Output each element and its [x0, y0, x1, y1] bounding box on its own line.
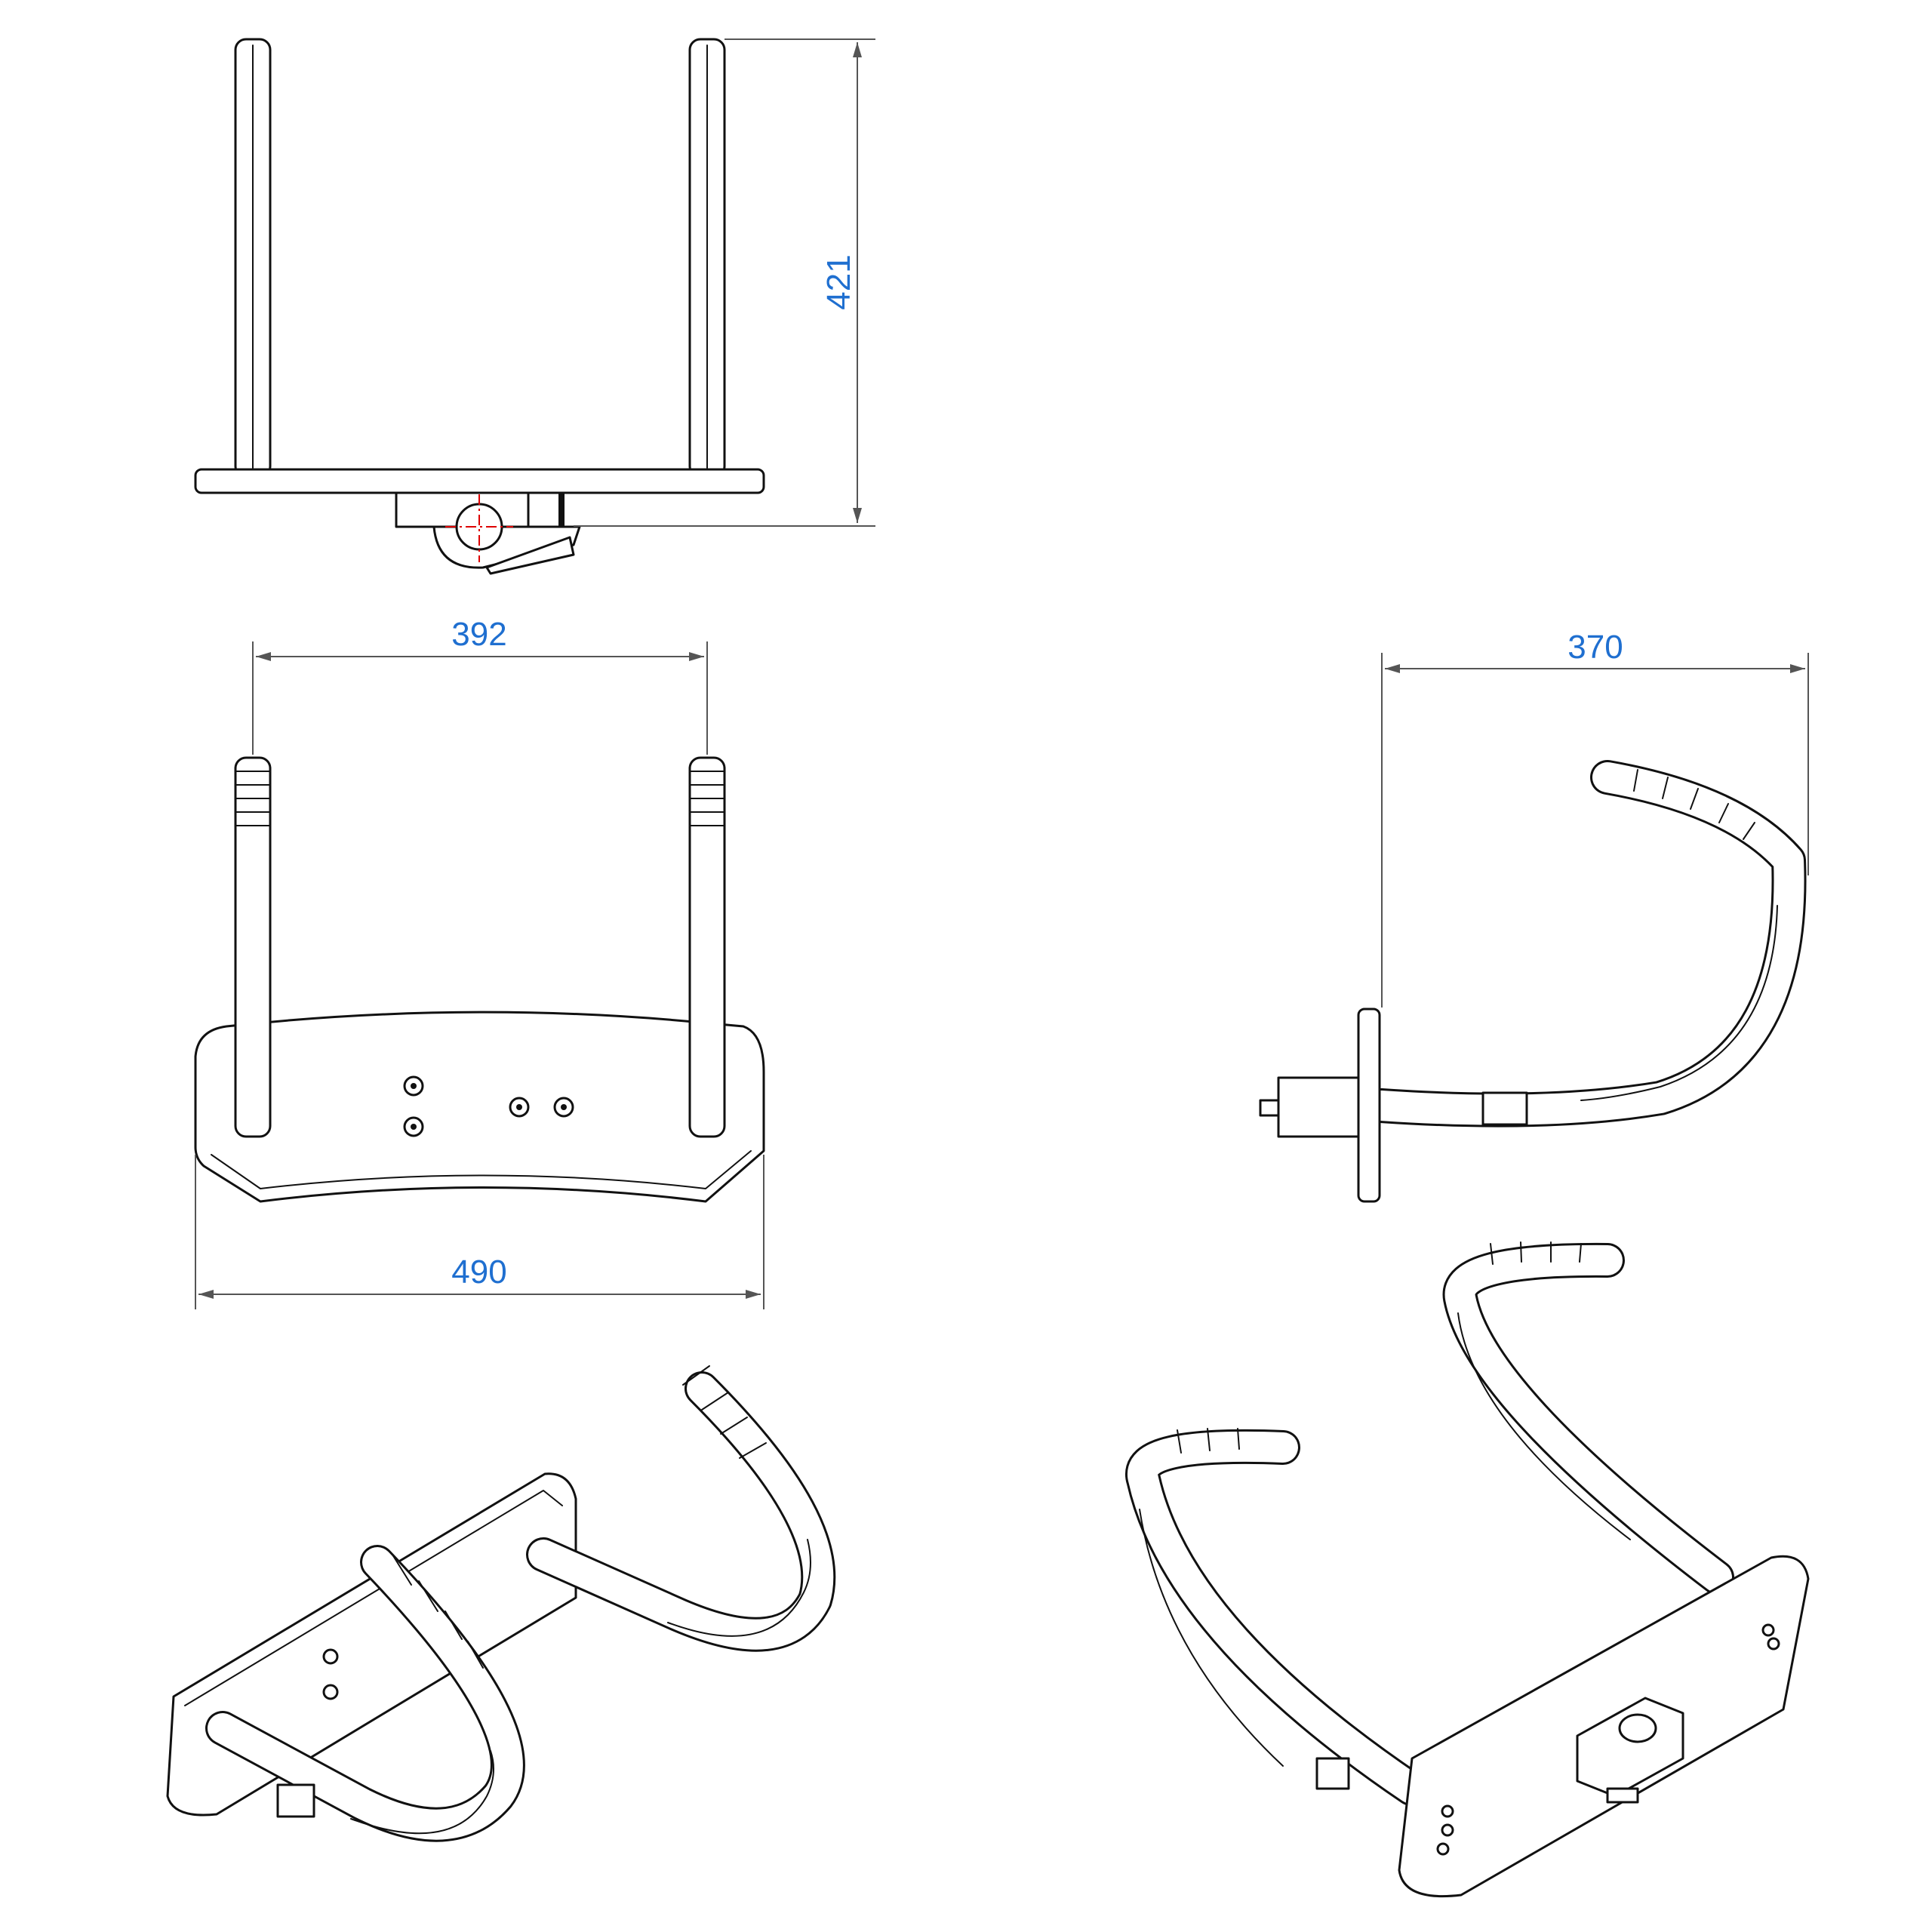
- height-dimension: 421: [574, 38, 875, 527]
- height-dimension-label: 421: [820, 254, 857, 309]
- right-grip-post: [688, 756, 726, 1138]
- isometric-view-left: [166, 1365, 836, 1842]
- left-grip-post: [234, 756, 272, 1138]
- post-spacing-label: 392: [451, 616, 506, 653]
- side-plate: [1357, 1008, 1381, 1203]
- base-plate: [194, 468, 765, 494]
- logo-badge: [1481, 1091, 1528, 1126]
- depth-label: 370: [1567, 629, 1623, 666]
- iso-right-clamp: [1576, 1697, 1684, 1804]
- front-view: 421: [194, 38, 875, 575]
- width-dimension: 490: [195, 1155, 764, 1309]
- iso-left-plate: [166, 1472, 577, 1817]
- width-label: 490: [451, 1254, 506, 1291]
- clamp: [395, 491, 581, 575]
- side-view: 370: [1259, 629, 1809, 1203]
- seat-plate: [194, 1011, 765, 1203]
- top-view: 392 490: [194, 616, 765, 1309]
- mounting-holes: [403, 1075, 574, 1137]
- iso-right-logo-badge: [1315, 1757, 1350, 1790]
- post-spacing-dimension: 392: [252, 616, 708, 755]
- depth-dimension: 370: [1381, 629, 1809, 1008]
- side-clamp: [1277, 1076, 1360, 1138]
- isometric-view-right: [1125, 1241, 1810, 1898]
- iso-left-logo-badge: [276, 1783, 315, 1818]
